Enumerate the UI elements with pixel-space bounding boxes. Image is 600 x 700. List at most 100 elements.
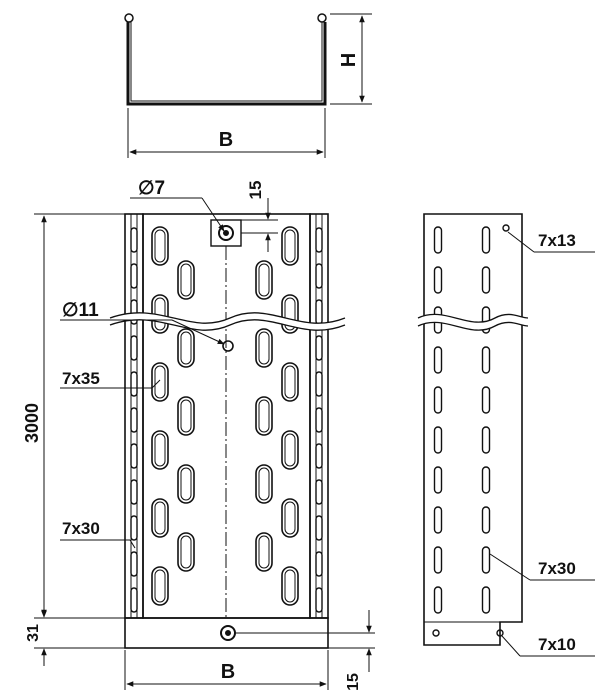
right-wall-slot xyxy=(315,551,323,577)
base-slot-inner xyxy=(284,433,296,467)
base-slot xyxy=(177,532,195,572)
hole-11mm xyxy=(222,340,234,352)
label-length-3000: 3000 xyxy=(22,403,42,443)
right-wall-slot xyxy=(315,263,323,289)
left-wall-slot xyxy=(130,587,138,613)
break-line-top xyxy=(109,312,346,324)
cross-section-height-label: H xyxy=(338,53,360,67)
side-slot-left xyxy=(433,546,443,574)
left-wall-slot xyxy=(130,515,138,541)
base-slot xyxy=(255,328,273,368)
left-wall-slot xyxy=(130,407,138,433)
side-slot-left xyxy=(433,586,443,614)
side-slot-left xyxy=(433,226,443,254)
side-slot-left xyxy=(433,266,443,294)
label-slot-7x30-side: 7x30 xyxy=(538,559,576,578)
base-slot-inner xyxy=(258,331,270,365)
side-slot-right xyxy=(481,346,491,374)
hole-7mm xyxy=(218,225,234,241)
base-slot xyxy=(177,260,195,300)
side-slot-right xyxy=(481,226,491,254)
right-wall-slot xyxy=(315,335,323,361)
right-wall-slot xyxy=(315,587,323,613)
base-slot-inner xyxy=(180,535,192,569)
label-width-bottom: B xyxy=(221,661,235,683)
left-wall-slot xyxy=(130,479,138,505)
base-slot xyxy=(151,498,169,538)
left-side-wall xyxy=(124,213,144,619)
base-slot-inner xyxy=(154,365,166,399)
base-slot xyxy=(177,396,195,436)
base-slot xyxy=(255,396,273,436)
label-hole-11: ∅11 xyxy=(62,300,99,321)
base-slot-inner xyxy=(180,263,192,297)
base-slot xyxy=(281,226,299,266)
front-slot-pattern xyxy=(151,226,299,606)
side-slot-left xyxy=(433,426,443,454)
side-slot-right xyxy=(481,466,491,494)
left-wall-slot xyxy=(130,227,138,253)
cross-section-view xyxy=(124,13,372,158)
base-slot xyxy=(281,498,299,538)
base-slot xyxy=(281,566,299,606)
right-side-wall xyxy=(309,213,329,619)
left-wall-slot xyxy=(130,443,138,469)
base-slot-inner xyxy=(258,263,270,297)
base-slot-inner xyxy=(284,501,296,535)
label-slot-7x13: 7x13 xyxy=(538,231,576,250)
base-slot xyxy=(255,464,273,504)
label-slot-7x35: 7x35 xyxy=(62,369,100,388)
base-slot-inner xyxy=(180,399,192,433)
side-slot-left xyxy=(433,346,443,374)
side-slot-right xyxy=(481,266,491,294)
side-slot-right xyxy=(481,426,491,454)
left-wall-slot xyxy=(130,263,138,289)
flange-hole-right xyxy=(317,13,327,23)
base-slot xyxy=(177,328,195,368)
right-wall-slot xyxy=(315,407,323,433)
base-slot-inner xyxy=(284,365,296,399)
side-slot-right xyxy=(481,506,491,534)
base-slot-inner xyxy=(284,297,296,331)
right-wall-slot xyxy=(315,515,323,541)
base-slot xyxy=(281,362,299,402)
base-slot-inner xyxy=(284,569,296,603)
left-wall-slot xyxy=(130,551,138,577)
right-wall-slot xyxy=(315,299,323,325)
label-offset-31: 31 xyxy=(25,624,42,642)
break-line-bottom xyxy=(109,319,346,331)
base-slot xyxy=(255,260,273,300)
base-slot-inner xyxy=(284,229,296,263)
base-slot-inner xyxy=(180,467,192,501)
side-view xyxy=(423,213,523,646)
side-slot-left xyxy=(433,386,443,414)
side-slot-pattern xyxy=(433,226,491,614)
base-slot xyxy=(255,532,273,572)
right-wall-slot xyxy=(315,227,323,253)
cross-section-width-label: B xyxy=(219,129,233,151)
right-wall-slot xyxy=(315,479,323,505)
base-slot xyxy=(151,362,169,402)
base-slot xyxy=(177,464,195,504)
base-slot-inner xyxy=(258,399,270,433)
side-slot-left xyxy=(433,466,443,494)
base-slot-inner xyxy=(154,501,166,535)
base-slot xyxy=(151,566,169,606)
base-slot-inner xyxy=(180,331,192,365)
base-slot-inner xyxy=(258,535,270,569)
base-slot-inner xyxy=(258,467,270,501)
right-wall-slot xyxy=(315,443,323,469)
left-wall-slot xyxy=(130,371,138,397)
side-slot-right xyxy=(481,586,491,614)
base-slot xyxy=(281,294,299,334)
base-slot xyxy=(281,430,299,470)
side-panel xyxy=(423,213,523,646)
side-hole-7x13 xyxy=(502,224,510,232)
base-slot-inner xyxy=(154,229,166,263)
side-slot-left xyxy=(433,506,443,534)
side-slot-right xyxy=(481,386,491,414)
label-hole-7: ∅7 xyxy=(138,178,165,199)
left-wall-slot xyxy=(130,299,138,325)
base-slot-inner xyxy=(154,433,166,467)
